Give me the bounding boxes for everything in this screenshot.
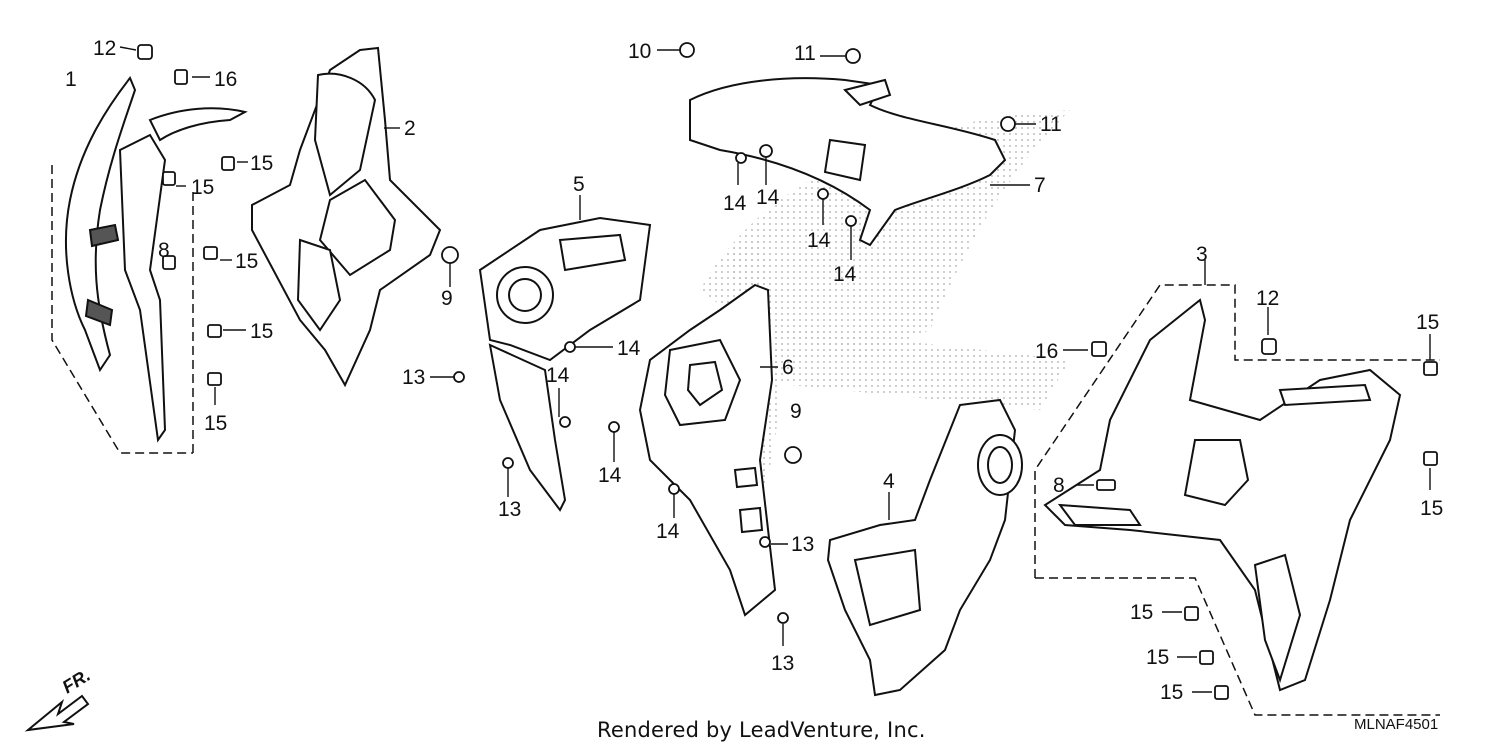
part-5-center-left-bracket [478, 216, 652, 512]
callout-14c: 14 [723, 192, 747, 215]
callout-6: 6 [782, 356, 794, 379]
fasteners [137, 42, 1438, 700]
callout-9b: 9 [790, 400, 802, 423]
callout-13c: 13 [791, 533, 814, 556]
callout-15g: 15 [1420, 497, 1443, 520]
leader-lines [119, 46, 1431, 693]
callout-14h: 14 [656, 520, 680, 543]
callout-8b: 8 [1053, 474, 1065, 497]
callout-4: 4 [883, 470, 895, 493]
callout-14b: 14 [546, 364, 570, 387]
callout-1: 1 [65, 68, 77, 91]
callout-15h: 15 [1130, 601, 1153, 624]
callout-14e: 14 [807, 229, 831, 252]
callout-12a: 12 [93, 37, 116, 60]
part-2-left-inner-panel [251, 46, 442, 388]
callout-15d: 15 [250, 320, 273, 343]
callout-16a: 16 [214, 68, 237, 91]
part-4-right-inner-cover [826, 398, 1023, 697]
part-1-left-front-cover [65, 76, 248, 443]
callout-8a: 8 [158, 239, 170, 262]
callout-16b: 16 [1035, 340, 1058, 363]
callout-5: 5 [573, 173, 585, 196]
callout-11a: 11 [794, 42, 816, 65]
callout-13b: 13 [498, 498, 521, 521]
callout-15c: 15 [235, 250, 258, 273]
callout-15b: 15 [191, 176, 214, 199]
part-3-right-front-cover [1043, 298, 1402, 692]
callout-14a: 14 [617, 337, 641, 360]
callout-10: 10 [628, 40, 651, 63]
callout-15a: 15 [250, 152, 273, 175]
diagram-code: MLNAF4501 [1354, 716, 1439, 733]
part-6-center-inner-cover [638, 283, 777, 617]
callout-12b: 12 [1256, 287, 1279, 310]
callout-15f: 15 [1416, 311, 1439, 334]
callout-11b: 11 [1040, 113, 1062, 136]
callout-14d: 14 [756, 186, 780, 209]
callout-13d: 13 [771, 652, 794, 675]
callout-3: 3 [1196, 243, 1208, 266]
front-direction-arrow-icon [24, 694, 90, 732]
rendered-by-credit: Rendered by LeadVenture, Inc. [597, 718, 926, 742]
callout-15i: 15 [1146, 646, 1169, 669]
callout-13a: 13 [402, 366, 425, 389]
callout-14g: 14 [598, 464, 622, 487]
callout-15e: 15 [204, 412, 227, 435]
callout-15j: 15 [1160, 681, 1183, 704]
callout-2: 2 [404, 117, 416, 140]
callout-14f: 14 [833, 263, 857, 286]
callout-9a: 9 [441, 287, 453, 310]
callout-7: 7 [1034, 174, 1046, 197]
part-7-upper-center-cover [689, 77, 1007, 247]
